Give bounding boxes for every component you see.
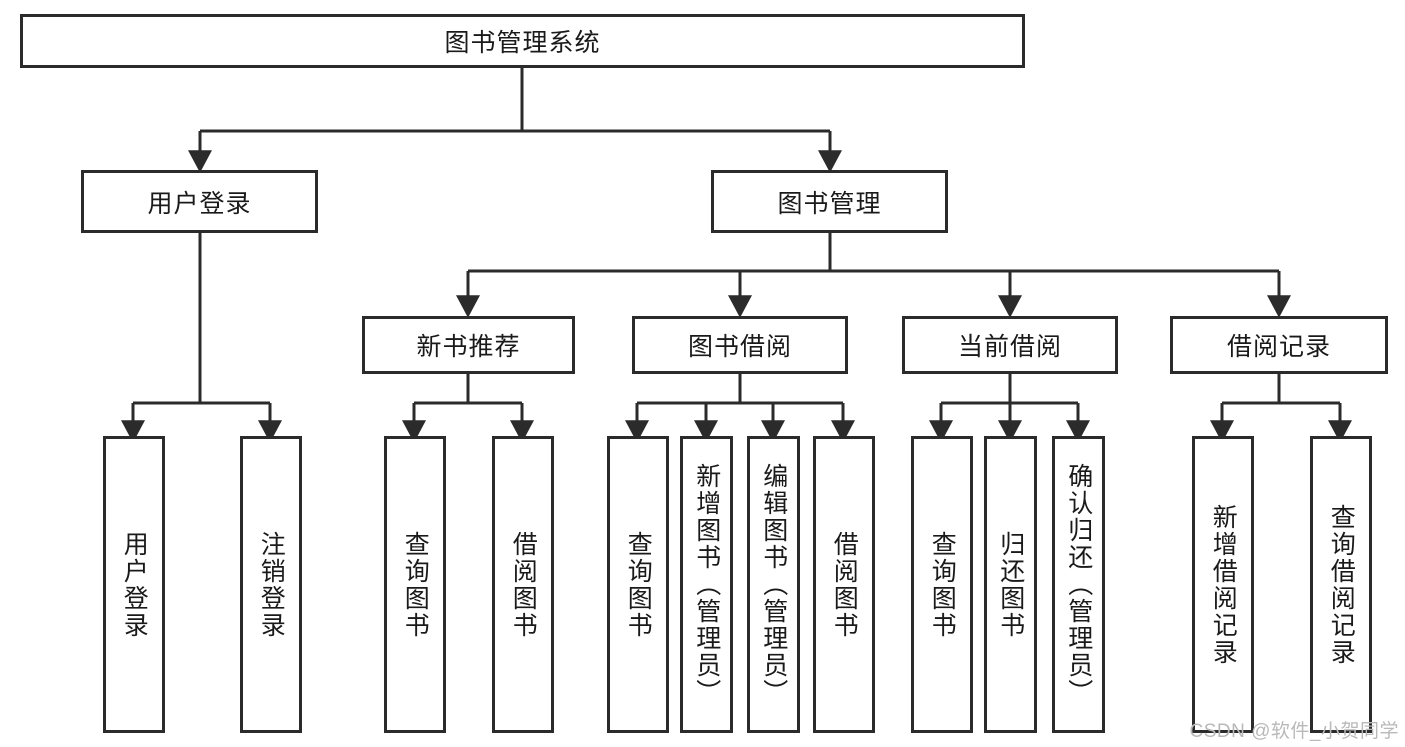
leaf-book-borrow-borrow-book[interactable]: 借阅图书 — [813, 436, 875, 733]
node-label: 注销登录 — [257, 530, 286, 639]
node-label: 查询图书 — [401, 530, 430, 639]
node-label: 用户登录 — [147, 189, 252, 218]
node-label: 查询图书 — [928, 530, 957, 639]
node-new-book-recommend[interactable]: 新书推荐 — [362, 316, 575, 374]
node-book-borrow[interactable]: 图书借阅 — [632, 316, 848, 374]
node-label: 借阅图书 — [830, 530, 859, 639]
node-label: 新增借阅记录 — [1209, 503, 1238, 666]
node-user-login[interactable]: 用户登录 — [81, 170, 318, 233]
leaf-new-book-query-book[interactable]: 查询图书 — [384, 436, 446, 733]
node-label: 查询图书 — [624, 530, 653, 639]
node-label: 用户登录 — [120, 530, 149, 639]
node-root-book-management-system[interactable]: 图书管理系统 — [20, 14, 1025, 68]
leaf-current-borrow-confirm-return-admin[interactable]: 确认归还（管理员） — [1052, 436, 1105, 733]
node-label: 新增图书（管理员） — [692, 463, 721, 706]
leaf-book-borrow-edit-book-admin[interactable]: 编辑图书（管理员） — [747, 436, 800, 733]
node-label: 当前借阅 — [957, 333, 1062, 361]
leaf-user-login-signin[interactable]: 用户登录 — [103, 436, 165, 733]
node-label: 归还图书 — [996, 530, 1025, 639]
node-label: 新书推荐 — [416, 333, 521, 361]
node-borrow-record[interactable]: 借阅记录 — [1170, 316, 1388, 374]
node-book-management[interactable]: 图书管理 — [711, 170, 948, 233]
leaf-current-borrow-return-book[interactable]: 归还图书 — [984, 436, 1037, 733]
node-current-borrow[interactable]: 当前借阅 — [902, 316, 1118, 374]
node-label: 借阅记录 — [1226, 333, 1331, 361]
leaf-book-borrow-add-book-admin[interactable]: 新增图书（管理员） — [680, 436, 733, 733]
leaf-borrow-record-add-record[interactable]: 新增借阅记录 — [1192, 436, 1254, 733]
node-label: 借阅图书 — [509, 530, 538, 639]
leaf-new-book-borrow-book[interactable]: 借阅图书 — [492, 436, 554, 733]
node-label: 查询借阅记录 — [1327, 503, 1356, 666]
leaf-book-borrow-query-book[interactable]: 查询图书 — [607, 436, 669, 733]
node-label: 图书管理 — [777, 189, 882, 218]
leaf-user-login-signout[interactable]: 注销登录 — [240, 436, 302, 733]
node-label: 图书借阅 — [687, 333, 792, 361]
leaf-current-borrow-query-book[interactable]: 查询图书 — [911, 436, 973, 733]
node-label: 图书管理系统 — [444, 29, 601, 57]
leaf-borrow-record-query-record[interactable]: 查询借阅记录 — [1310, 436, 1372, 733]
node-label: 编辑图书（管理员） — [759, 463, 788, 706]
node-label: 确认归还（管理员） — [1064, 463, 1093, 706]
